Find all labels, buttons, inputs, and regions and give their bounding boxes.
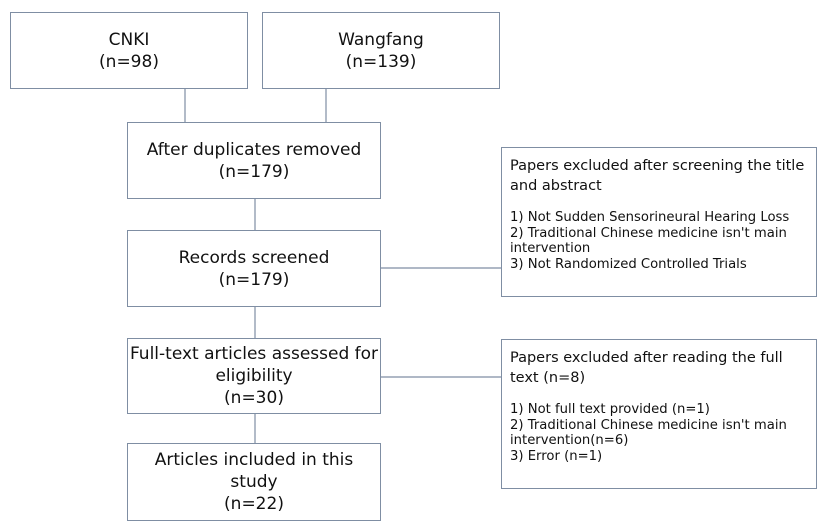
- exclusion-box-title-abstract: Papers excluded after screening the titl…: [501, 147, 817, 297]
- exclusion-reason: 1) Not Sudden Sensorineural Hearing Loss: [510, 210, 790, 225]
- step-label: Full-text articles assessed for: [129, 344, 379, 364]
- step-box-duplicates-removed: After duplicates removed (n=179): [127, 122, 381, 199]
- step-label-cont: eligibility: [215, 366, 293, 386]
- exclusion-reason: 2) Traditional Chinese medicine isn't ma…: [510, 225, 787, 241]
- exclusion-reason: 1) Not full text provided (n=1): [510, 402, 710, 417]
- exclusion-heading-cont: and abstract: [510, 178, 602, 194]
- source-name: CNKI: [108, 29, 150, 50]
- step-label: After duplicates removed: [146, 139, 362, 160]
- step-count: (n=179): [218, 269, 290, 290]
- exclusion-heading-cont: text (n=8): [510, 370, 586, 386]
- source-box-wangfang: Wangfang (n=139): [262, 12, 500, 89]
- source-count: (n=139): [345, 51, 417, 72]
- step-count: (n=179): [218, 161, 290, 182]
- step-count: (n=30): [224, 388, 284, 408]
- exclusion-box-full-text: Papers excluded after reading the full t…: [501, 339, 817, 489]
- step-box-records-screened: Records screened (n=179): [127, 230, 381, 307]
- source-box-cnki: CNKI (n=98): [10, 12, 248, 89]
- step-label: Articles included in this: [154, 450, 354, 470]
- step-box-articles-included: Articles included in this study (n=22): [127, 443, 381, 521]
- exclusion-reason: 3) Not Randomized Controlled Trials: [510, 256, 747, 272]
- step-label: Records screened: [178, 247, 330, 268]
- step-count: (n=22): [224, 494, 284, 514]
- exclusion-reason-cont: intervention(n=6): [510, 433, 629, 448]
- exclusion-reason: 3) Error (n=1): [510, 448, 603, 464]
- exclusion-heading: Papers excluded after screening the titl…: [510, 158, 805, 174]
- step-label-cont: study: [230, 472, 278, 492]
- source-count: (n=98): [99, 51, 159, 72]
- source-name: Wangfang: [338, 29, 424, 50]
- step-box-full-text-assessed: Full-text articles assessed for eligibil…: [127, 338, 381, 414]
- exclusion-reason-cont: intervention: [510, 241, 591, 256]
- exclusion-heading: Papers excluded after reading the full: [510, 350, 783, 366]
- exclusion-reason: 2) Traditional Chinese medicine isn't ma…: [510, 417, 787, 433]
